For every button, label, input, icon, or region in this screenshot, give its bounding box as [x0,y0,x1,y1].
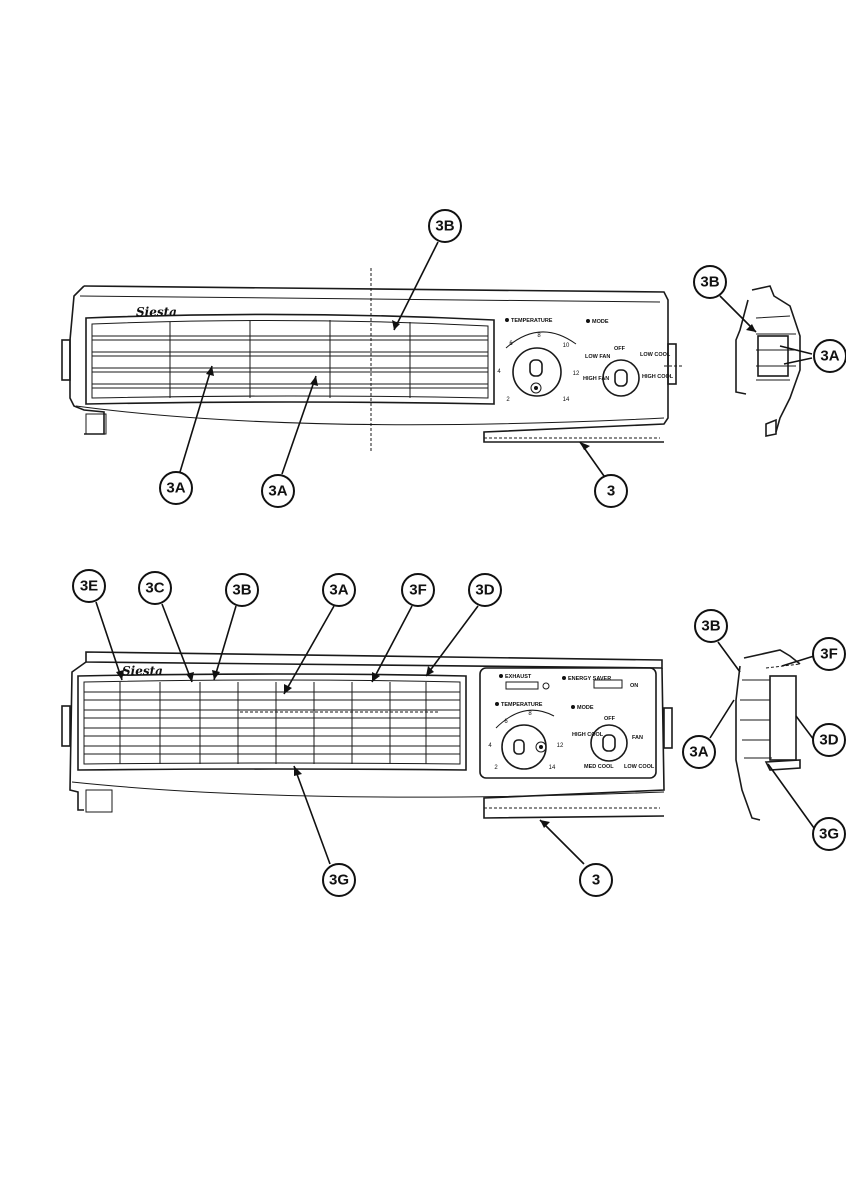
callout-3b-side-top: 3B [693,265,727,299]
top-side-view [735,285,801,437]
svg-text:2: 2 [494,765,498,771]
mode-fan-label: FAN [632,735,643,741]
svg-text:4: 4 [497,369,501,375]
temperature-label: TEMPERATURE [511,318,553,324]
mode-off-label: OFF [604,716,616,722]
callout-arrows [95,241,815,865]
mode-label: MODE [577,705,594,711]
svg-text:3F: 3F [820,646,838,663]
callout-3d-side: 3D [812,723,846,757]
mode-high-cool-label: HIGH COOL [642,374,674,380]
callout-3a-side-bottom: 3A [682,735,716,769]
svg-text:6: 6 [509,341,513,347]
mode-knob [602,359,640,397]
svg-text:3D: 3D [475,582,494,599]
mode-off-label: OFF [614,346,626,352]
temperature-ticks: 2 4 6 8 12 14 [488,711,564,771]
temperature-label: TEMPERATURE [501,702,543,708]
svg-text:14: 14 [549,765,556,771]
energy-saver-label: ENERGY SAVER [568,676,611,682]
svg-text:8: 8 [537,333,541,339]
svg-text:3B: 3B [701,618,720,635]
temperature-ticks: 4 6 8 10 12 14 2 [497,333,580,403]
callout-3-top: 3 [594,474,628,508]
callout-3g-bottom: 3G [322,863,356,897]
svg-text:3: 3 [592,872,600,889]
callout-3f: 3F [401,573,435,607]
mode-med-cool-label: MED COOL [584,764,614,770]
callout-3d: 3D [468,573,502,607]
mode-label: MODE [592,319,609,325]
exhaust-label: EXHAUST [505,674,532,680]
svg-text:8: 8 [528,711,532,717]
svg-text:3F: 3F [409,582,427,599]
mode-low-fan-label: LOW FAN [585,354,610,360]
svg-text:3A: 3A [820,348,839,365]
callout-3f-side: 3F [812,637,846,671]
mode-knob [590,724,628,762]
svg-text:10: 10 [563,343,570,349]
callout-3a-left: 3A [159,471,193,505]
svg-text:12: 12 [557,743,564,749]
svg-text:12: 12 [573,371,580,377]
brand-logo: Siesta [136,305,177,319]
brand-logo: Siesta [122,664,163,678]
mode-high-fan-label: HIGH FAN [583,376,609,382]
svg-text:3B: 3B [232,582,251,599]
mode-high-cool-label: HIGH COOL [572,732,604,738]
svg-text:6: 6 [504,719,508,725]
callout-3-bottom: 3 [579,863,613,897]
callout-3b-bottom: 3B [225,573,259,607]
svg-text:3A: 3A [166,480,185,497]
svg-text:4: 4 [488,743,492,749]
svg-text:3C: 3C [145,580,164,597]
svg-text:3B: 3B [700,274,719,291]
svg-text:3A: 3A [268,483,287,500]
callout-3a-side-top: 3A [813,339,846,373]
svg-text:3G: 3G [329,872,349,889]
svg-text:3B: 3B [435,218,454,235]
svg-text:3G: 3G [819,826,839,843]
svg-text:14: 14 [563,397,570,403]
temperature-knob [512,347,562,397]
top-front-panel: Siesta TEMPERATURE MODE 4 6 8 10 12 14 2… [61,268,684,452]
svg-text:3D: 3D [819,732,838,749]
svg-text:3: 3 [607,483,615,500]
svg-text:3E: 3E [80,578,98,595]
mode-low-cool-label: LOW COOL [640,352,671,358]
callout-3a-bottom: 3A [322,573,356,607]
bottom-front-panel: Siesta EXHAUST ENERGY SAVER ON TEMPERATU… [61,651,673,819]
callout-3g-side: 3G [812,817,846,851]
mode-low-cool-label: LOW COOL [624,764,655,770]
callout-3b-top: 3B [428,209,462,243]
svg-text:3A: 3A [329,582,348,599]
callout-labels: 3B 3A 3A 3 3B 3A 3E 3C 3B 3A 3F 3D 3G 3 … [72,209,846,897]
svg-text:3A: 3A [689,744,708,761]
callout-3c: 3C [138,571,172,605]
svg-text:2: 2 [506,397,510,403]
callout-3e: 3E [72,569,106,603]
callout-3a-mid: 3A [261,474,295,508]
callout-3b-side-bottom: 3B [694,609,728,643]
on-label: ON [630,683,638,689]
